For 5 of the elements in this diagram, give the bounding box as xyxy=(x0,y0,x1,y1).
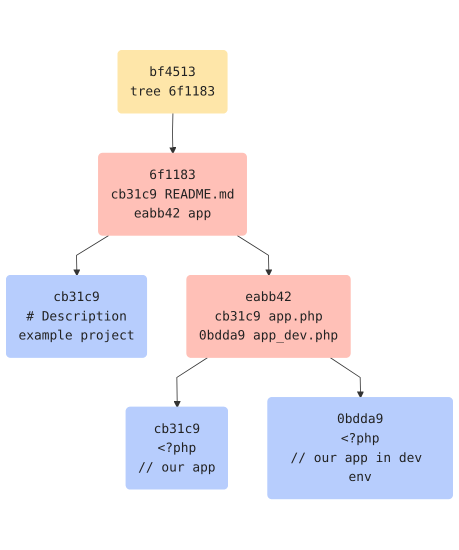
arrow xyxy=(174,358,208,408)
arrow xyxy=(73,236,109,277)
arrow xyxy=(236,236,272,277)
arrow xyxy=(330,358,364,399)
arrow xyxy=(169,114,176,154)
